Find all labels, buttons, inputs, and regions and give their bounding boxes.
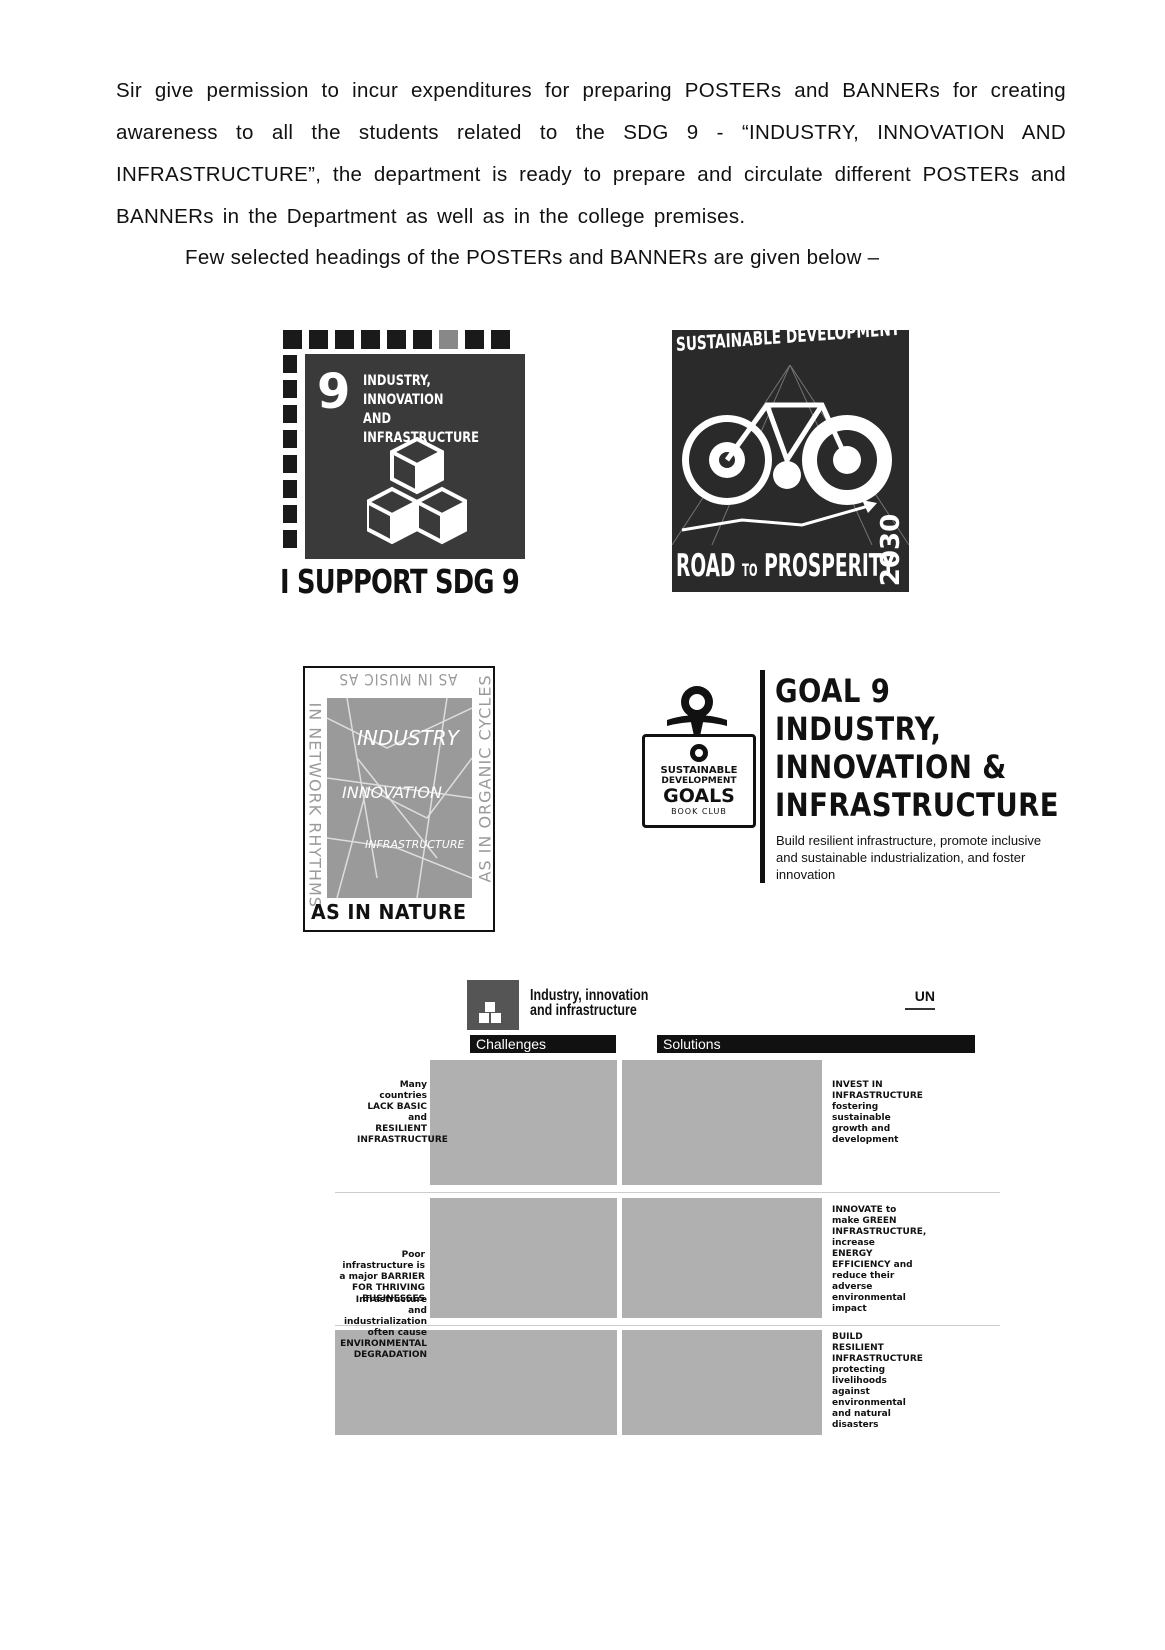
poster-sustainable-development-bicycle: SUSTAINABLE DEVELOPMENT ROAD TO PROSPERI… bbox=[672, 330, 909, 592]
illustration-challenge-3 bbox=[335, 1330, 617, 1435]
challenge-caption-2: Poor infrastructure is a major BARRIER F… bbox=[339, 1250, 425, 1304]
to-word: TO bbox=[741, 561, 758, 581]
solution-caption-2: INNOVATE to make GREEN INFRASTRUCTURE, i… bbox=[832, 1205, 927, 1314]
subheading: Few selected headings of the POSTERs and… bbox=[185, 246, 880, 269]
sdg-title-line1: INDUSTRY, INNOVATION bbox=[363, 373, 444, 408]
solution-caption-1: INVEST IN INFRASTRUCTURE fostering susta… bbox=[832, 1080, 923, 1145]
solutions-header: Solutions bbox=[657, 1035, 975, 1053]
poster-i-support-sdg9: 9 INDUSTRY, INNOVATION AND INFRASTRUCTUR… bbox=[280, 330, 525, 610]
bicycle-icon bbox=[672, 365, 909, 545]
goal-line2: INNOVATION & bbox=[775, 748, 1007, 786]
un-logo-text: UN bbox=[914, 988, 935, 1004]
sdg-title-line2: AND INFRASTRUCTURE bbox=[363, 411, 479, 446]
vertical-divider bbox=[760, 670, 765, 883]
badge-line4: BOOK CLUB bbox=[671, 807, 727, 816]
intro-paragraph-text: Sir give permission to incur expenditure… bbox=[116, 79, 1066, 228]
goal-line3: INFRASTRUCTURE bbox=[775, 786, 1060, 824]
badge-line1: SUSTAINABLE bbox=[660, 765, 738, 776]
poster5-title: Industry, innovation and infrastructure bbox=[530, 987, 649, 1019]
sdg-title: INDUSTRY, INNOVATION AND INFRASTRUCTURE bbox=[363, 372, 494, 448]
illustration-solution-2 bbox=[622, 1198, 822, 1318]
goal-heading: GOAL 9 bbox=[775, 672, 891, 710]
word-innovation: INNOVATION bbox=[342, 783, 442, 802]
poster3-top-text: AS IN MUSIC AS bbox=[338, 670, 458, 689]
illustration-solution-3 bbox=[622, 1330, 822, 1435]
poster5-title-line2: and infrastructure bbox=[530, 1002, 637, 1019]
poster3-bottom-text: AS IN NATURE bbox=[311, 900, 467, 924]
top-squares-decoration bbox=[283, 330, 510, 349]
poster-as-in-nature: AS IN MUSIC AS IN NETWORK RHYTHMS AS IN … bbox=[303, 666, 495, 932]
sdg-book-club-badge: SUSTAINABLE DEVELOPMENT GOALS BOOK CLUB bbox=[642, 734, 756, 828]
solution-caption-3: BUILD RESILIENT INFRASTRUCTURE protectin… bbox=[832, 1332, 923, 1430]
row-divider-1 bbox=[335, 1192, 1000, 1193]
poster2-heading: SUSTAINABLE DEVELOPMENT bbox=[675, 330, 901, 356]
sdg9-tile: 9 INDUSTRY, INNOVATION AND INFRASTRUCTUR… bbox=[305, 354, 525, 559]
year-2030: 2030 bbox=[875, 513, 906, 587]
left-squares-decoration bbox=[283, 355, 297, 548]
illustration-challenge-1 bbox=[430, 1060, 617, 1185]
road-word: ROAD bbox=[676, 548, 736, 584]
rocket-icon bbox=[667, 686, 727, 736]
un-logo-rule bbox=[905, 1008, 935, 1010]
illustration-solution-1 bbox=[622, 1060, 822, 1185]
poster-goal9-book-club: SUSTAINABLE DEVELOPMENT GOALS BOOK CLUB … bbox=[640, 670, 1059, 885]
goal-description: Build resilient infrastructure, promote … bbox=[776, 833, 1042, 882]
poster5-title-line1: Industry, innovation bbox=[530, 987, 649, 1004]
un-emblem-icon bbox=[690, 744, 708, 762]
illustration-challenge-2 bbox=[430, 1198, 617, 1318]
word-industry: INDUSTRY bbox=[357, 726, 459, 750]
sdg9-logo bbox=[467, 980, 519, 1030]
sdg-number: 9 bbox=[317, 364, 351, 420]
network-lines-icon bbox=[327, 698, 472, 898]
poster3-artwork: INDUSTRY INNOVATION INFRASTRUCTURE bbox=[327, 698, 472, 898]
badge-line3: GOALS bbox=[663, 785, 735, 807]
prosperity-word: PROSPERITY bbox=[764, 548, 895, 584]
cubes-icon bbox=[367, 436, 467, 545]
poster-challenges-solutions: Industry, innovation and infrastructure … bbox=[335, 980, 1000, 1440]
badge-line2: DEVELOPMENT bbox=[661, 776, 737, 786]
challenges-header: Challenges bbox=[470, 1035, 616, 1053]
poster3-right-text: AS IN ORGANIC CYCLES bbox=[475, 674, 495, 883]
challenge-caption-3: Infrastructure and industrialization oft… bbox=[340, 1295, 427, 1360]
row-divider-2 bbox=[335, 1325, 1000, 1326]
small-cubes-icon bbox=[479, 1002, 501, 1023]
word-infrastructure: INFRASTRUCTURE bbox=[365, 838, 465, 851]
intro-paragraph: Sir give permission to incur expenditure… bbox=[116, 70, 1066, 238]
challenge-caption-1: Many countries LACK BASIC and RESILIENT … bbox=[357, 1080, 448, 1145]
i-support-sdg9-text: I SUPPORT SDG 9 bbox=[280, 562, 520, 601]
road-to-prosperity: ROAD TO PROSPERITY bbox=[676, 548, 895, 584]
goal-line1: INDUSTRY, bbox=[775, 710, 942, 748]
poster3-left-text: IN NETWORK RHYTHMS bbox=[305, 702, 325, 908]
